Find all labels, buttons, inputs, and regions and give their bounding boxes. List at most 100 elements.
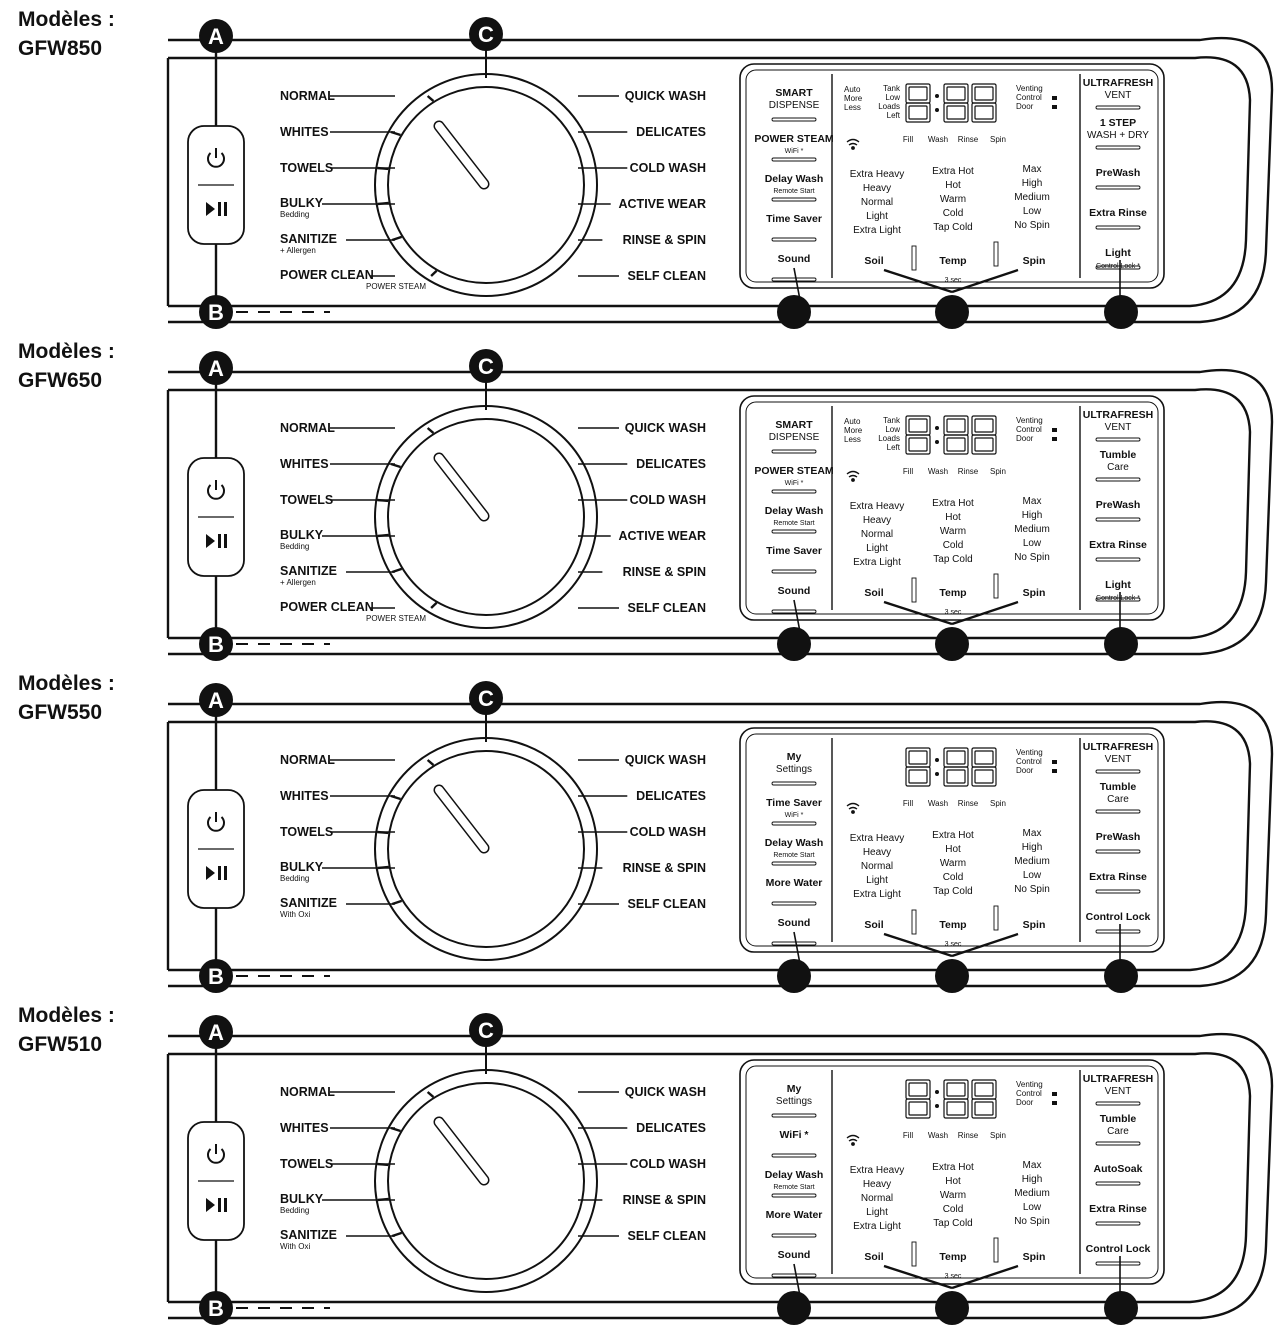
selector-button[interactable]: Temp [939, 255, 966, 267]
selector-button[interactable]: Soil [864, 919, 883, 931]
option-button[interactable]: Extra Rinse [1089, 871, 1147, 894]
selector-button[interactable]: Spin [1023, 255, 1046, 267]
play-pause-icon[interactable] [206, 202, 227, 216]
cycle-selector-knob[interactable] [374, 405, 598, 629]
option-sublabel: Remote Start [773, 520, 814, 527]
start-buttons[interactable] [187, 125, 245, 245]
option-button[interactable]: More Water [766, 877, 823, 906]
cycle-stage-text: Spin [990, 1131, 1006, 1140]
option-button[interactable]: AutoSoak [1093, 1163, 1143, 1186]
option-button[interactable]: PreWash [1095, 167, 1141, 190]
option-button[interactable]: Sound [771, 1249, 817, 1278]
option-button[interactable]: Extra Rinse [1089, 1203, 1147, 1226]
selector-button[interactable]: Spin [1023, 919, 1046, 931]
power-icon[interactable] [207, 148, 225, 168]
option-button[interactable]: Extra Rinse [1089, 539, 1147, 562]
program-label: QUICK WASH [625, 89, 706, 103]
selector-button[interactable]: Spin [1023, 1251, 1046, 1263]
spin-level: Medium [1014, 1188, 1050, 1199]
option-label: Extra Rinse [1089, 1203, 1147, 1215]
soil-level: Extra Light [853, 557, 901, 568]
cycle-selector-knob[interactable] [374, 73, 598, 297]
selector-button[interactable]: Temp [939, 1251, 966, 1263]
selector-button[interactable]: Spin [1023, 587, 1046, 599]
option-button[interactable]: More Water [766, 1209, 823, 1238]
selector-button[interactable]: Temp [939, 919, 966, 931]
option-button[interactable]: Time Saver [766, 213, 822, 242]
option-indicator [1095, 889, 1141, 894]
option-button[interactable]: PreWash [1095, 831, 1141, 854]
power-icon[interactable] [207, 1144, 225, 1164]
digit-2 [943, 1079, 969, 1119]
program-label: SANITIZE [280, 896, 337, 910]
option-button[interactable]: WiFi * [771, 1129, 817, 1158]
power-icon[interactable] [207, 812, 225, 832]
start-buttons[interactable] [187, 1121, 245, 1241]
option-button[interactable]: Control Lock [1086, 1243, 1151, 1266]
callout-a: A [199, 351, 233, 385]
option-indicator [771, 941, 817, 946]
option-button[interactable]: PreWash [1095, 499, 1141, 522]
hold-note: 3 sec [945, 1273, 962, 1280]
start-buttons[interactable] [187, 789, 245, 909]
option-button[interactable]: Extra Rinse [1089, 207, 1147, 230]
start-buttons[interactable] [187, 457, 245, 577]
selector-label: Temp [939, 587, 966, 599]
cycle-stage-text: Rinse [958, 135, 979, 144]
option-button[interactable]: Sound [771, 585, 817, 614]
option-button[interactable]: Sound [771, 253, 817, 282]
selector-button[interactable]: Soil [864, 587, 883, 599]
cycle-stage-text: Wash [928, 1131, 948, 1140]
option-indicator [771, 277, 817, 282]
option-button[interactable]: Time Saver [766, 545, 822, 574]
option-label: Time Saver [766, 797, 822, 809]
program-label: RINSE & SPIN [623, 861, 706, 875]
play-pause-icon[interactable] [206, 866, 227, 880]
selector-button[interactable]: Temp [939, 587, 966, 599]
selector-button[interactable]: Soil [864, 255, 883, 267]
status-text: Less [844, 435, 861, 444]
cycle-selector-knob[interactable] [374, 1069, 598, 1293]
option-button[interactable]: Control Lock [1086, 911, 1151, 934]
digit-3 [971, 83, 997, 123]
dial-tick [430, 269, 438, 277]
model-label: Modèles :GFW850 [18, 5, 115, 63]
status-area: 8:88VentingControlDoorFillWashRinseSpin [846, 1079, 1057, 1146]
cycle-selector-knob[interactable] [374, 737, 598, 961]
selector-label: Temp [939, 255, 966, 267]
selector-button[interactable]: Soil [864, 1251, 883, 1263]
cycle-stage-text: Fill [903, 467, 913, 476]
hold-note: 3 sec [945, 609, 962, 616]
option-button[interactable]: Sound [771, 917, 817, 946]
play-pause-icon[interactable] [206, 534, 227, 548]
power-icon[interactable] [207, 480, 225, 500]
cycle-stage-text: Fill [903, 135, 913, 144]
play-pause-icon[interactable] [206, 1198, 227, 1212]
soil-level: Light [866, 211, 888, 222]
temp-level: Tap Cold [933, 222, 972, 233]
